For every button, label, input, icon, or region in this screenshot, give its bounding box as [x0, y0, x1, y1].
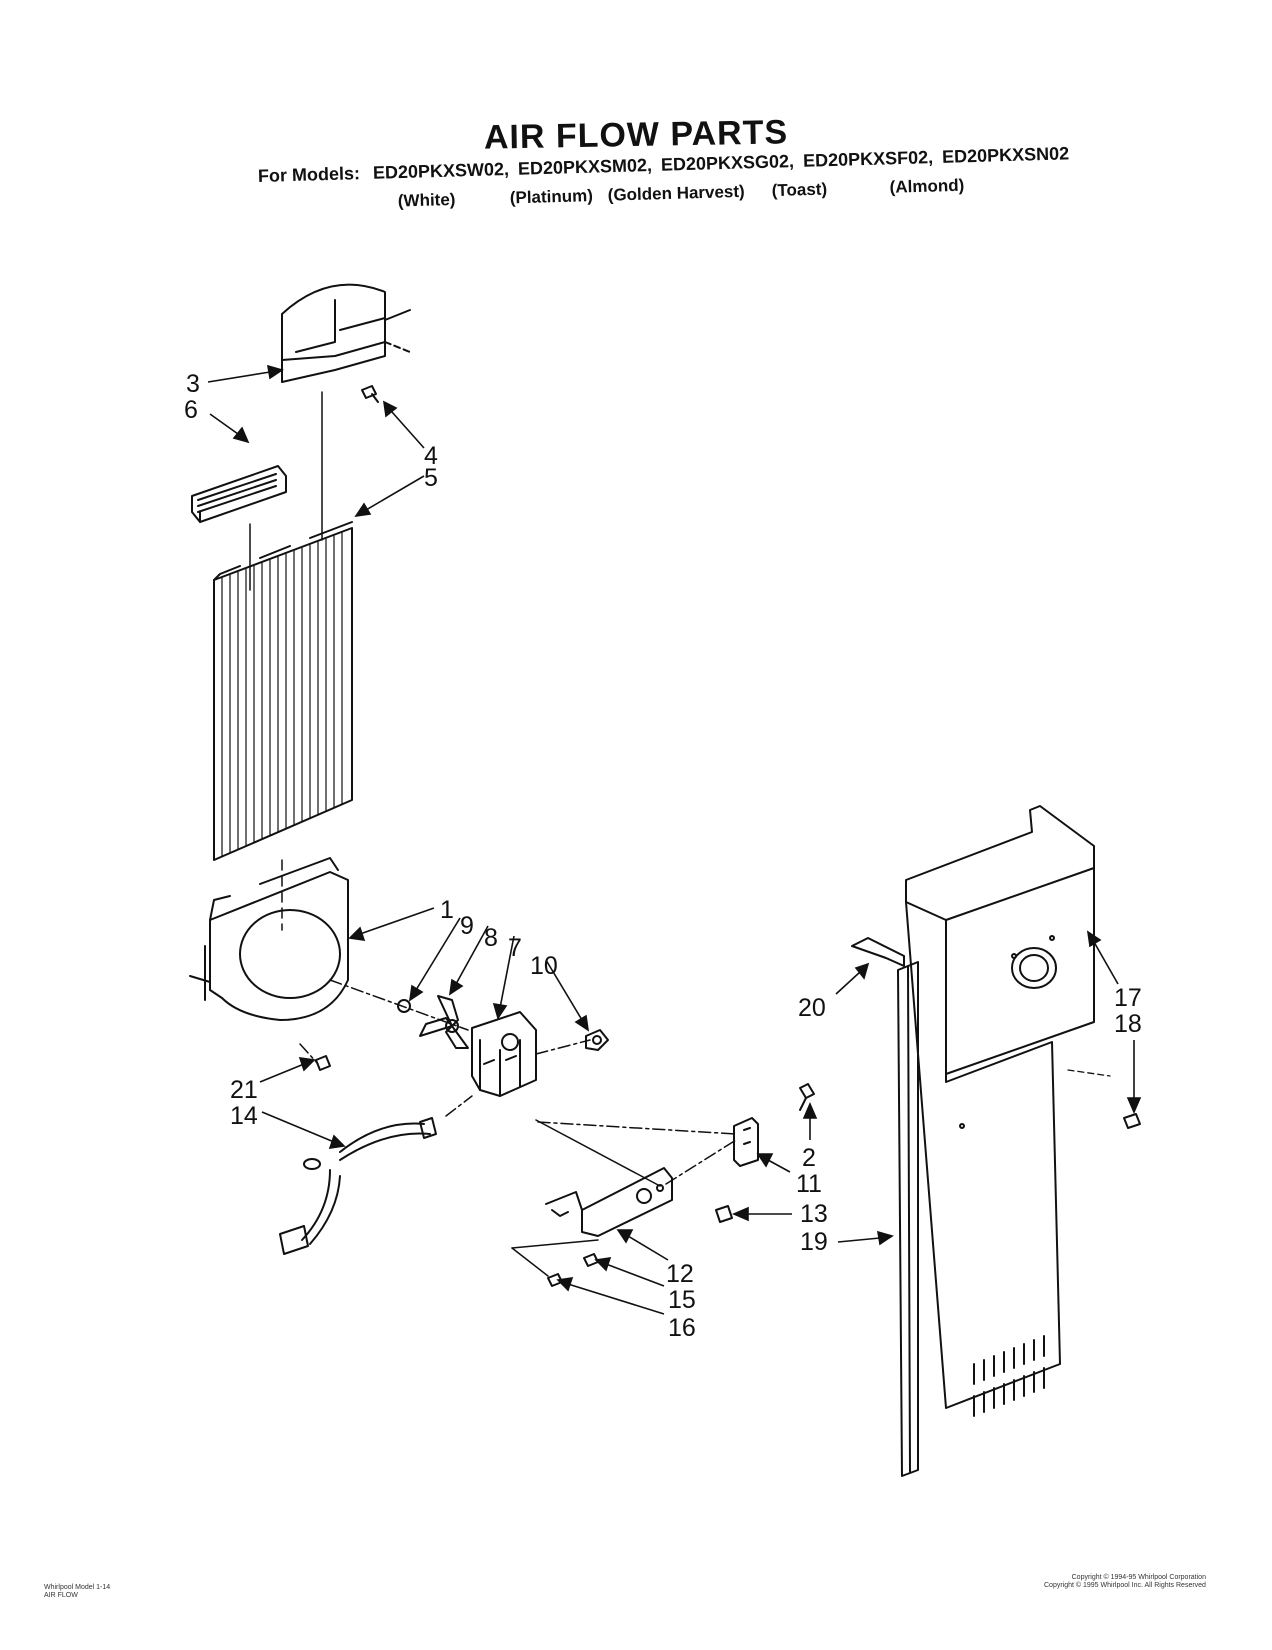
callout-9: 9	[460, 912, 474, 940]
leader-arrow	[209, 413, 250, 444]
callout-2: 2	[802, 1144, 816, 1172]
callout-19: 19	[800, 1228, 828, 1256]
callout-20: 20	[798, 994, 826, 1022]
clip-part-13	[715, 1205, 733, 1223]
callout-17: 17	[1114, 984, 1142, 1012]
bracket-part	[545, 1167, 673, 1237]
trim-part-20	[851, 937, 905, 967]
footer-right: Copyright © 1994-95 Whirlpool Corporatio…	[1044, 1574, 1206, 1590]
callout-15: 15	[668, 1286, 696, 1314]
callout-18: 18	[1114, 1010, 1142, 1038]
leader-arrow	[259, 1057, 316, 1083]
grille-part	[191, 465, 287, 523]
leader-arrow	[1086, 930, 1119, 985]
callout-4: 4	[424, 442, 438, 470]
callout-6: 6	[184, 396, 198, 424]
callout-7: 7	[508, 934, 522, 962]
switch-part-11	[733, 1117, 759, 1167]
callout-1: 1	[440, 896, 454, 924]
leader-arrow	[594, 1257, 665, 1287]
vent-slots	[973, 1335, 1045, 1417]
leader-arrow	[731, 1206, 792, 1222]
leader-arrow	[492, 935, 515, 1020]
leader-arrow	[756, 1153, 791, 1173]
screw-part-18	[1123, 1113, 1141, 1129]
leader-arrow	[354, 475, 425, 518]
footer-right-line: Copyright © 1994-95 Whirlpool Corporatio…	[1071, 1574, 1206, 1581]
callout-8: 8	[484, 924, 498, 952]
leader-arrow	[207, 364, 284, 383]
nut-part-9	[397, 999, 411, 1013]
leader-arrow	[382, 400, 425, 449]
screw-part-21	[315, 1055, 331, 1071]
leader-arrow	[802, 1101, 818, 1140]
leader-arrow	[408, 917, 461, 1002]
callout-13: 13	[800, 1200, 828, 1228]
callout-10: 10	[530, 952, 558, 980]
leader-arrow	[556, 1277, 665, 1315]
footer-right-line: Copyright © 1995 Whirlpool Inc. All Righ…	[1044, 1582, 1206, 1589]
callout-3: 3	[186, 370, 200, 398]
callout-12: 12	[666, 1260, 694, 1288]
callout-16: 16	[668, 1314, 696, 1342]
air-duct-part	[281, 283, 411, 383]
footer-left-line: AIR FLOW	[44, 1592, 78, 1599]
leader-arrow	[835, 962, 870, 995]
screw-part-2	[799, 1083, 815, 1111]
leader-arrow	[1126, 1040, 1142, 1115]
callout-5: 5	[424, 464, 438, 492]
leader-arrow	[261, 1111, 346, 1149]
fan-motor-part	[471, 1011, 537, 1097]
leader-arrow	[616, 1229, 669, 1261]
strip-part-19	[897, 961, 919, 1477]
leader-arrow	[448, 925, 489, 996]
leader-arrow	[545, 959, 590, 1032]
callout-11: 11	[796, 1170, 822, 1198]
screw-part-4	[361, 385, 379, 403]
wire-harness-part	[279, 1117, 437, 1255]
grommet-part-10	[585, 1029, 609, 1051]
callout-14: 14	[230, 1102, 258, 1130]
rear-panel-part	[905, 805, 1111, 1409]
cover-ribs	[221, 532, 343, 857]
fan-shroud-part	[189, 857, 349, 1021]
leader-arrow	[348, 907, 435, 941]
evaporator-cover-part	[213, 521, 353, 861]
callout-21: 21	[230, 1076, 258, 1104]
footer-left: Whirlpool Model 1-14 AIR FLOW	[44, 1584, 110, 1600]
leader-arrow	[837, 1230, 894, 1246]
footer-left-line: Whirlpool Model 1-14	[44, 1584, 111, 1591]
fan-blade-part	[419, 995, 469, 1049]
